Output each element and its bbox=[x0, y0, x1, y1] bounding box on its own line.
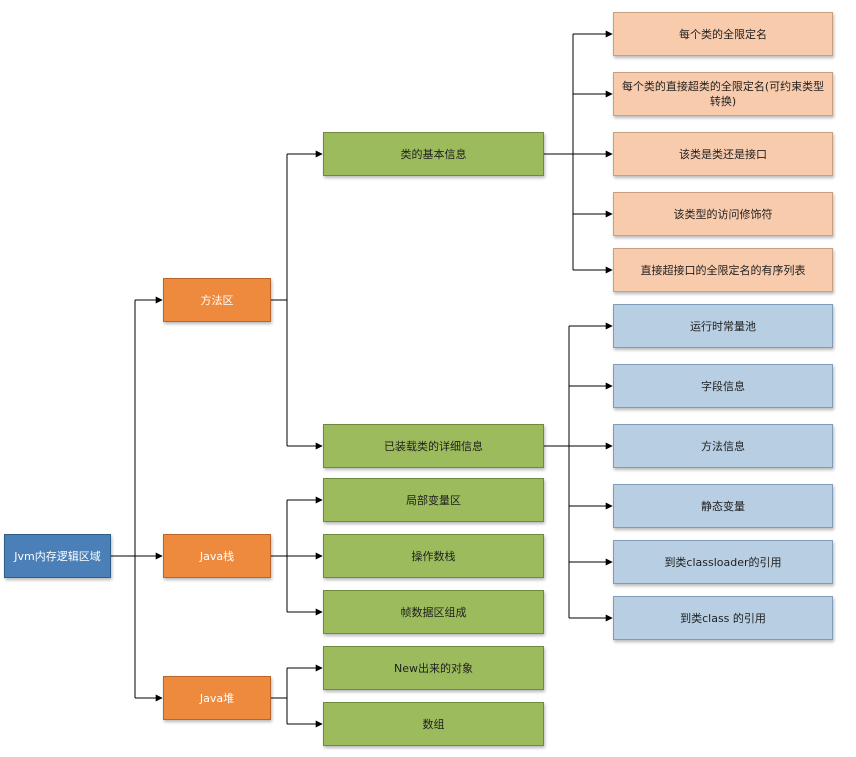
stack-item-frame-data: 帧数据区组成 bbox=[323, 590, 544, 634]
java-stack-node: Java栈 bbox=[163, 534, 271, 578]
stack-item-local-vars: 局部变量区 bbox=[323, 478, 544, 522]
basic-info-item-superclass: 每个类的直接超类的全限定名(可约束类型转换) bbox=[613, 72, 833, 116]
basic-info-item-modifiers: 该类型的访问修饰符 bbox=[613, 192, 833, 236]
detail-item-constant-pool: 运行时常量池 bbox=[613, 304, 833, 348]
stack-item-operand-stack: 操作数栈 bbox=[323, 534, 544, 578]
basic-info-node: 类的基本信息 bbox=[323, 132, 544, 176]
detail-item-static-vars: 静态变量 bbox=[613, 484, 833, 528]
java-heap-node: Java堆 bbox=[163, 676, 271, 720]
detail-item-field-info: 字段信息 bbox=[613, 364, 833, 408]
root-node: Jvm内存逻辑区域 bbox=[4, 534, 111, 578]
method-area-node: 方法区 bbox=[163, 278, 271, 322]
basic-info-item-fqn: 每个类的全限定名 bbox=[613, 12, 833, 56]
loaded-class-detail-node: 已装载类的详细信息 bbox=[323, 424, 544, 468]
detail-item-classloader-ref: 到类classloader的引用 bbox=[613, 540, 833, 584]
basic-info-item-superinterfaces: 直接超接口的全限定名的有序列表 bbox=[613, 248, 833, 292]
basic-info-item-class-or-interface: 该类是类还是接口 bbox=[613, 132, 833, 176]
heap-item-new-objects: New出来的对象 bbox=[323, 646, 544, 690]
detail-item-class-ref: 到类class 的引用 bbox=[613, 596, 833, 640]
heap-item-arrays: 数组 bbox=[323, 702, 544, 746]
detail-item-method-info: 方法信息 bbox=[613, 424, 833, 468]
